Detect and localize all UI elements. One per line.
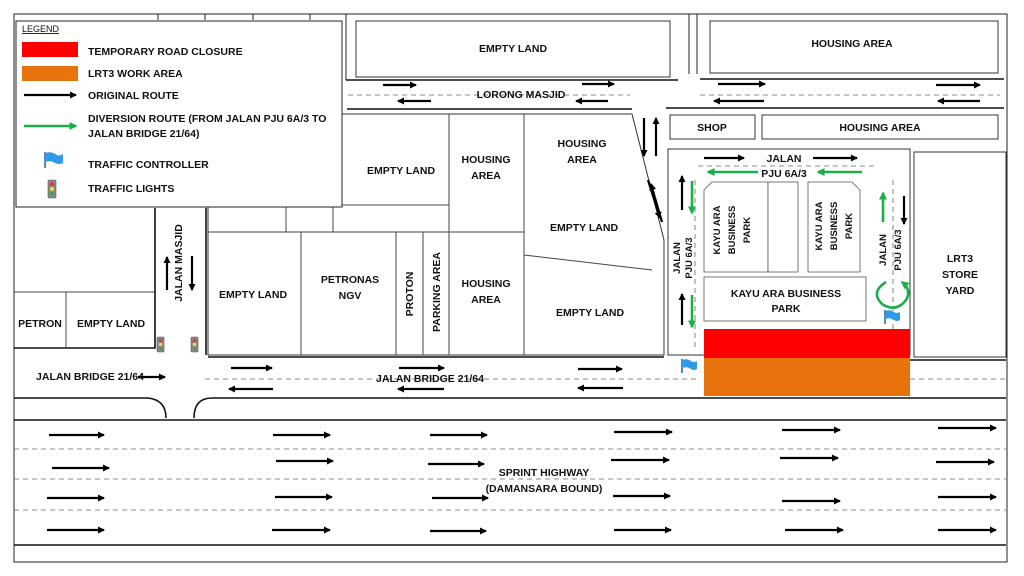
sprint-highway-line2: (DAMANSARA BOUND) bbox=[486, 483, 603, 495]
legend-traffic-controller-label: TRAFFIC CONTROLLER bbox=[88, 159, 209, 171]
petronas-line2: NGV bbox=[339, 290, 362, 302]
housing-area-3-line1: HOUSING bbox=[461, 278, 510, 290]
legend: LEGEND TEMPORARY ROAD CLOSURE LRT3 WORK … bbox=[15, 20, 343, 208]
kayu-ara-3-line2: PARK bbox=[772, 303, 801, 315]
housing-area-top-label: HOUSING AREA bbox=[811, 38, 893, 50]
empty-land-bottom-label: EMPTY LAND bbox=[556, 307, 624, 319]
legend-work-area-label: LRT3 WORK AREA bbox=[88, 68, 183, 80]
lorong-masjid-label: LORONG MASJID bbox=[477, 89, 566, 101]
jalan-pju-right-line2: PJU 6A/3 bbox=[893, 229, 904, 270]
petronas-line1: PETRONAS bbox=[321, 274, 379, 286]
legend-closure-label: TEMPORARY ROAD CLOSURE bbox=[88, 46, 243, 58]
empty-land-right-mid-label: EMPTY LAND bbox=[550, 222, 618, 234]
traffic-controller-flag-icon bbox=[884, 310, 900, 324]
lrt3-store-line2: STORE bbox=[942, 269, 978, 281]
kayu-ara-1-line2: BUSINESS bbox=[727, 206, 738, 255]
legend-traffic-lights-label: TRAFFIC LIGHTS bbox=[88, 183, 174, 195]
traffic-light-icon bbox=[190, 336, 199, 353]
traffic-light-icon bbox=[156, 336, 165, 353]
empty-land-top-label: EMPTY LAND bbox=[479, 43, 547, 55]
housing-area-top-block bbox=[709, 20, 999, 74]
lrt3-work-area-zone bbox=[704, 358, 910, 396]
empty-land-left-label: EMPTY LAND bbox=[219, 289, 287, 301]
housing-area-1-line2: AREA bbox=[471, 170, 501, 182]
kayu-ara-2-line1: KAYU ARA bbox=[814, 201, 825, 250]
jalan-pju-right-line1: JALAN bbox=[878, 234, 889, 266]
jalan-masjid-label: JALAN MASJID bbox=[173, 224, 185, 302]
petron-label: PETRON bbox=[18, 318, 62, 330]
legend-diversion-label-line2: JALAN BRIDGE 21/64) bbox=[88, 128, 199, 140]
legend-diversion-label-line1: DIVERSION ROUTE (FROM JALAN PJU 6A/3 TO bbox=[88, 113, 326, 125]
kayu-ara-1-line1: KAYU ARA bbox=[712, 205, 723, 254]
kayu-ara-park-3-block bbox=[703, 276, 867, 322]
legend-closure-swatch bbox=[22, 42, 78, 57]
jalan-pju-top-line2: PJU 6A/3 bbox=[761, 168, 807, 180]
temporary-road-closure-zone bbox=[704, 329, 910, 358]
shop-block bbox=[669, 114, 756, 140]
jalan-bridge-mid-label: JALAN BRIDGE 21/64 bbox=[376, 373, 484, 385]
empty-land-top-block bbox=[355, 20, 671, 78]
jalan-bridge-left-label: JALAN BRIDGE 21/64 bbox=[36, 371, 144, 383]
parking-area-label: PARKING AREA bbox=[431, 252, 443, 332]
housing-area-1-line1: HOUSING bbox=[461, 154, 510, 166]
empty-land-petron-label: EMPTY LAND bbox=[77, 318, 145, 330]
housing-area-2-line2: AREA bbox=[567, 154, 597, 166]
lrt3-store-line1: LRT3 bbox=[947, 253, 973, 265]
housing-area-right-label: HOUSING AREA bbox=[839, 122, 921, 134]
sprint-highway-line1: SPRINT HIGHWAY bbox=[499, 467, 590, 479]
proton-label: PROTON bbox=[404, 272, 416, 317]
lrt3-store-line3: YARD bbox=[946, 285, 975, 297]
housing-area-3-line2: AREA bbox=[471, 294, 501, 306]
kayu-ara-2-line2: BUSINESS bbox=[829, 202, 840, 251]
traffic-controller-flag-icon bbox=[681, 359, 697, 373]
kayu-ara-1-line3: PARK bbox=[742, 217, 753, 243]
jalan-pju-left-line2: PJU 6A/3 bbox=[684, 237, 695, 278]
legend-work-area-swatch bbox=[22, 66, 78, 81]
blue-flag-icon bbox=[44, 152, 63, 168]
jalan-pju-left-line1: JALAN bbox=[672, 242, 683, 274]
kayu-ara-park-2-block bbox=[807, 181, 861, 273]
jalan-bridge-kerb-right bbox=[193, 397, 1006, 419]
shop-label: SHOP bbox=[697, 122, 727, 134]
kayu-ara-3-line1: KAYU ARA BUSINESS bbox=[731, 288, 841, 300]
legend-title: LEGEND bbox=[22, 24, 60, 34]
empty-land-mid-label: EMPTY LAND bbox=[367, 165, 435, 177]
housing-area-2-line1: HOUSING bbox=[557, 138, 606, 150]
legend-original-route-label: ORIGINAL ROUTE bbox=[88, 90, 179, 102]
housing-area-right-block bbox=[761, 114, 999, 140]
jalan-pju-top-line1: JALAN bbox=[766, 153, 801, 165]
lrt3-store-yard-block bbox=[913, 151, 1007, 358]
kayu-ara-2-line3: PARK bbox=[844, 213, 855, 239]
jalan-bridge-kerb-left bbox=[14, 397, 167, 419]
original-route-arrows bbox=[47, 80, 997, 535]
kayu-ara-park-1-block bbox=[703, 181, 769, 273]
traffic-light-icon bbox=[47, 179, 57, 199]
diversion-route-arrows bbox=[688, 168, 910, 329]
